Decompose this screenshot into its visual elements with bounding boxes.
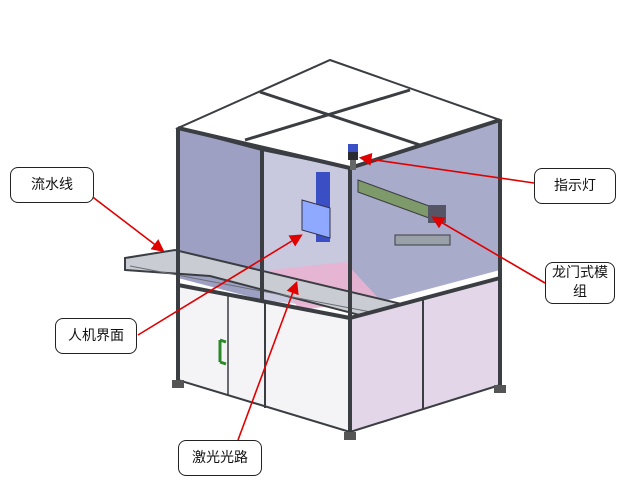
label-gantry-module-line1: 龙门式模 [552, 265, 608, 282]
handle-icon [218, 338, 227, 366]
indicator-light-icon [348, 144, 358, 170]
label-assembly-line: 流水线 [10, 167, 94, 203]
label-gantry-module: 龙门式模 组 [545, 262, 615, 304]
label-hmi: 人机界面 [55, 318, 137, 354]
label-gantry-module-line2: 组 [573, 284, 587, 300]
label-indicator-light: 指示灯 [534, 168, 616, 204]
leader-lines [89, 153, 546, 441]
hmi-screen [301, 199, 331, 239]
label-laser-path: 激光光路 [178, 440, 262, 476]
feet [172, 380, 506, 440]
